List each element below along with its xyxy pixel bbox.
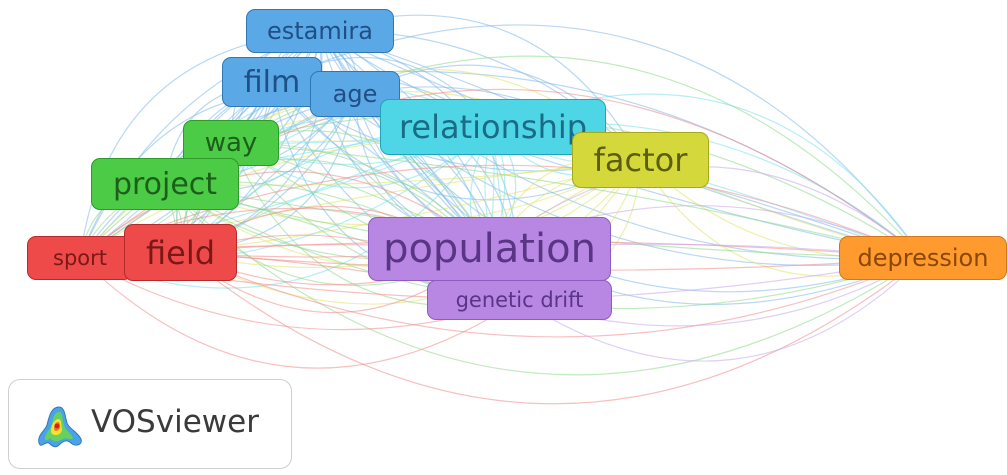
network-link [180, 252, 924, 405]
vosviewer-density-icon [38, 406, 82, 448]
node-depression[interactable]: depression [839, 236, 1007, 280]
node-estamira[interactable]: estamira [246, 9, 394, 53]
node-label: relationship [398, 108, 588, 146]
vosviewer-logo-text: VOSviewer [91, 404, 259, 440]
node-population[interactable]: population [368, 217, 611, 281]
node-label: way [204, 128, 258, 158]
node-label: genetic drift [455, 288, 584, 312]
node-label: estamira [266, 17, 373, 45]
node-project[interactable]: project [91, 158, 239, 210]
node-sport[interactable]: sport [27, 236, 133, 280]
network-link [79, 257, 520, 369]
node-genetic-drift[interactable]: genetic drift [427, 280, 612, 320]
node-label: film [243, 64, 301, 100]
node-factor[interactable]: factor [572, 132, 709, 188]
network-link [519, 257, 924, 362]
network-link [79, 164, 924, 259]
node-film[interactable]: film [222, 57, 322, 107]
network-link [180, 251, 924, 338]
node-label: age [332, 80, 378, 108]
vosviewer-logo: VOSviewer [8, 379, 292, 469]
node-field[interactable]: field [124, 224, 237, 281]
node-label: factor [593, 141, 688, 179]
network-link [164, 183, 924, 376]
node-label: depression [857, 244, 989, 272]
node-label: field [145, 233, 216, 272]
node-label: project [112, 166, 218, 202]
node-label: population [383, 226, 596, 272]
network-link [79, 170, 490, 259]
node-label: sport [53, 246, 107, 270]
